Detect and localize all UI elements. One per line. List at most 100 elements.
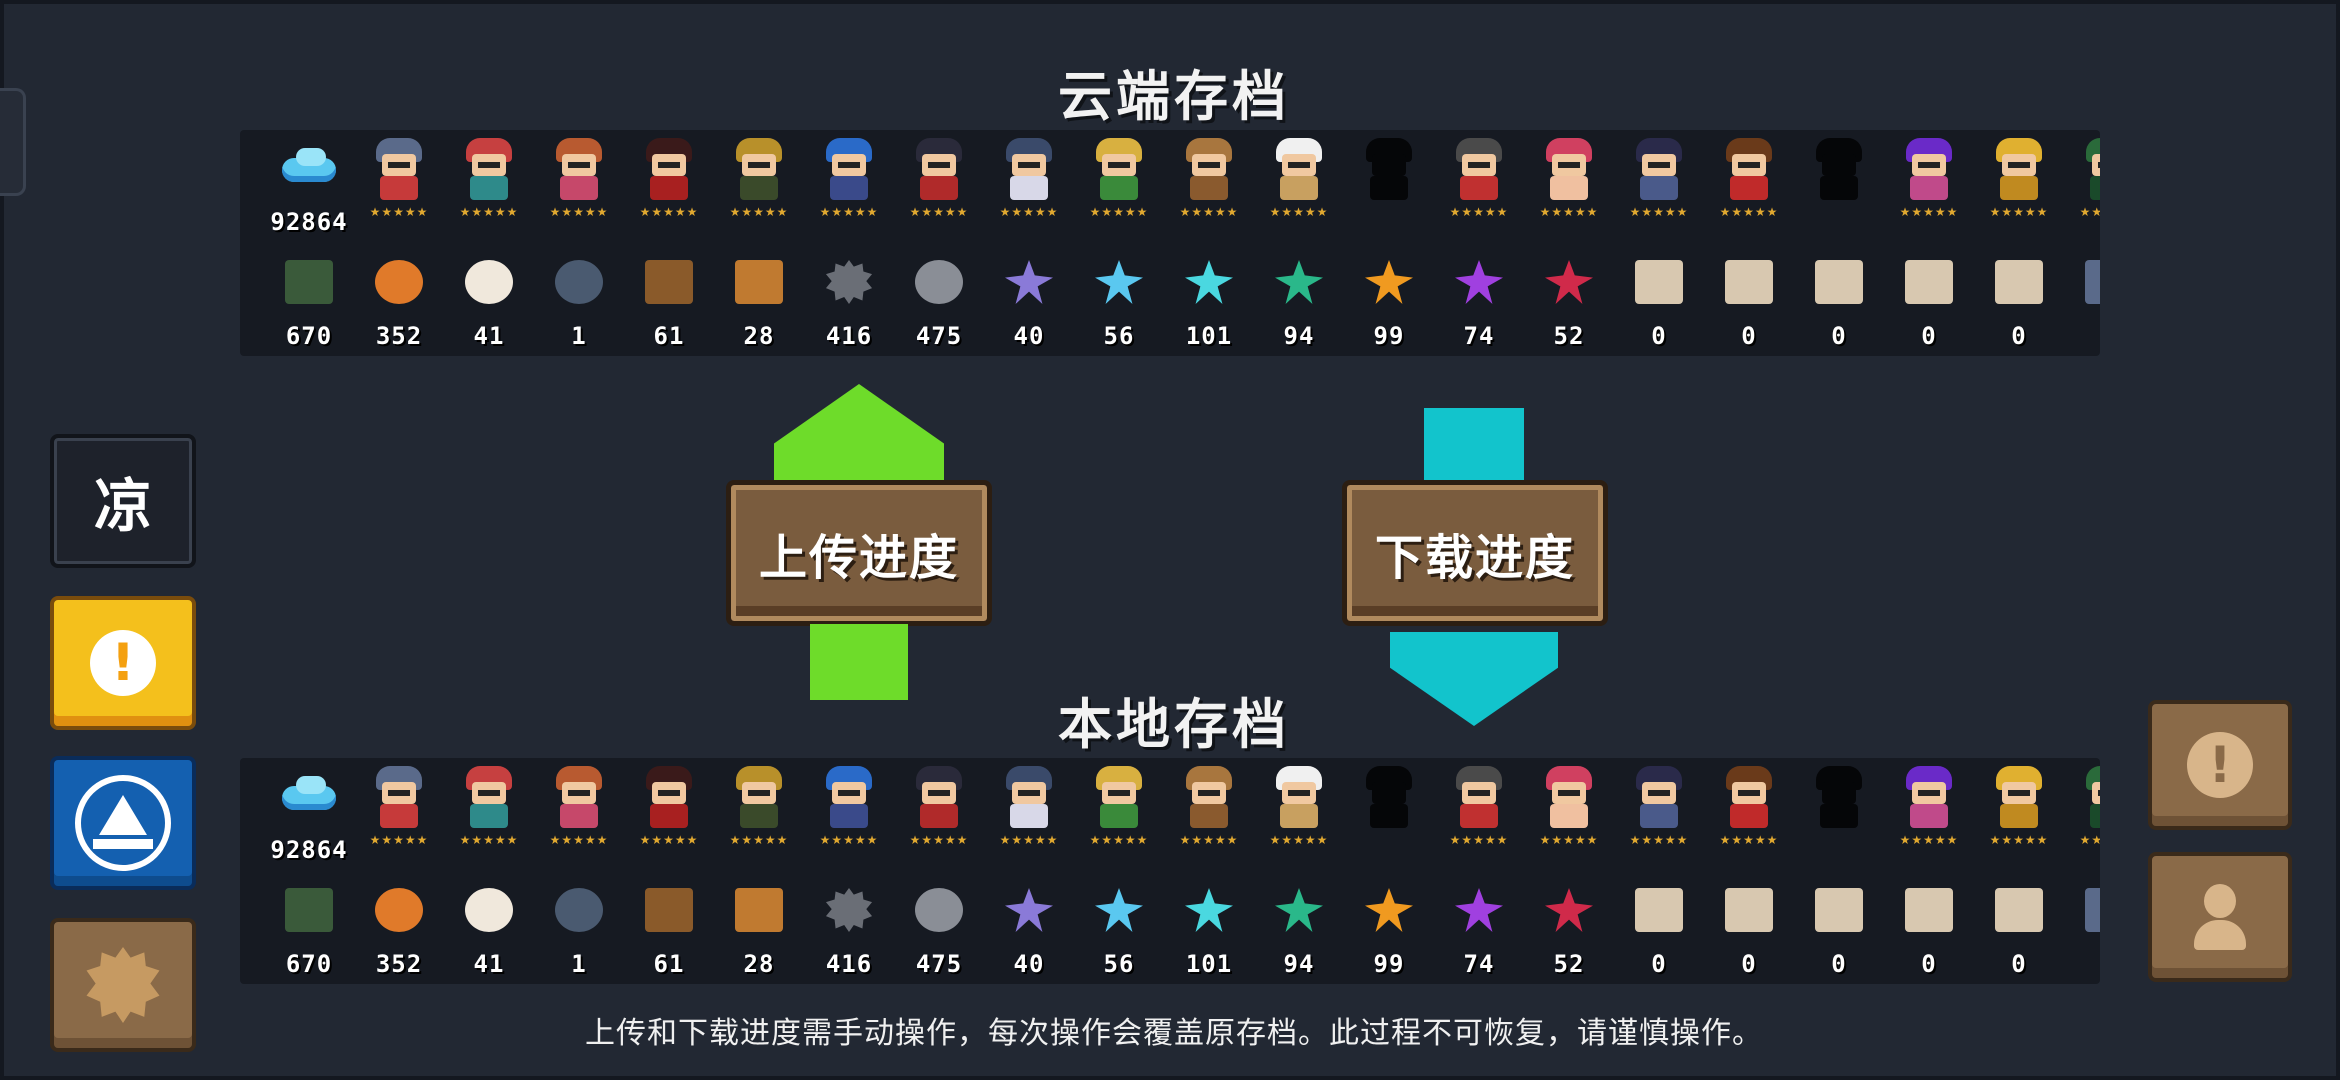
skin-stars: ★★★★★	[1899, 205, 1959, 219]
skin-stars: ★★★★★	[819, 833, 879, 847]
material-slot: 0	[1704, 878, 1794, 978]
download-arrow-stem-icon	[1424, 408, 1524, 484]
material-count: 1	[571, 322, 587, 350]
material-count: 99	[1373, 322, 1405, 350]
character-slot: ★★★★★	[624, 764, 714, 864]
character-portrait-icon	[816, 764, 882, 830]
skin-stars: ★★★★★	[1269, 205, 1329, 219]
cloud-character-row: 92864 ★★★★★ ★★★★★ ★★★★★	[264, 136, 2100, 236]
material-slot: 1	[534, 250, 624, 350]
character-portrait-icon	[1896, 764, 1962, 830]
character-slot: ★★★★★	[1884, 136, 1974, 236]
material-slot: 52	[1524, 250, 1614, 350]
material-slot: 40	[984, 878, 1074, 978]
guild-button[interactable]	[50, 756, 196, 890]
upload-progress-button[interactable]: 上传进度	[726, 480, 992, 626]
cloud-item-row: 670 352 41 1 61 28 416	[264, 250, 2100, 350]
account-button[interactable]	[2148, 852, 2292, 982]
material-icon	[816, 250, 882, 316]
skin-stars: ★★★★★	[1989, 833, 2049, 847]
skin-stars: ★★★★★	[1089, 205, 1149, 219]
character-portrait-icon	[546, 136, 612, 202]
character-slot: ★★★★★	[1164, 764, 1254, 864]
material-slot: 670	[264, 878, 354, 978]
material-icon	[726, 878, 792, 944]
material-count: 475	[915, 322, 963, 350]
material-slot: 475	[894, 250, 984, 350]
material-count: 0	[1741, 322, 1757, 350]
character-slot: ★★★★★	[1074, 764, 1164, 864]
character-select-button[interactable]: 凉	[50, 434, 196, 568]
skin-stars: ★★★★★	[999, 833, 1059, 847]
material-icon	[996, 878, 1062, 944]
material-count: 94	[1283, 950, 1315, 978]
character-portrait-icon	[456, 136, 522, 202]
side-tab-handle[interactable]	[0, 88, 26, 196]
material-count: 0	[1831, 322, 1847, 350]
material-count: 94	[1283, 322, 1315, 350]
character-portrait-icon	[546, 764, 612, 830]
skin-stars: ★★★★★	[819, 205, 879, 219]
alert-button[interactable]: !	[50, 596, 196, 730]
character-slot: ★★★★★	[1704, 764, 1794, 864]
character-portrait-icon	[1266, 136, 1332, 202]
character-slot: ★★★★★	[1614, 136, 1704, 236]
character-slot: ★★★★★	[1974, 764, 2064, 864]
download-progress-button[interactable]: 下载进度	[1342, 480, 1608, 626]
material-icon	[726, 250, 792, 316]
skin-stars: ★★★★★	[639, 833, 699, 847]
skin-stars	[1804, 206, 1874, 230]
character-slot: ★★★★★	[1164, 136, 1254, 236]
character-portrait-icon	[1806, 136, 1872, 202]
material-slot: 74	[1434, 250, 1524, 350]
material-count: 56	[1103, 322, 1135, 350]
material-slot: 0	[1614, 250, 1704, 350]
material-slot: 352	[354, 250, 444, 350]
character-slot: ★★★★★	[2064, 764, 2100, 864]
skin-stars: ★★★★★	[549, 205, 609, 219]
character-slot: ★★★★★	[444, 764, 534, 864]
settings-button[interactable]	[50, 918, 196, 1052]
skin-stars: ★★★★★	[639, 205, 699, 219]
skin-stars: ★★★★★	[1989, 205, 2049, 219]
character-portrait-icon	[1986, 764, 2052, 830]
gem-count: 92864	[270, 836, 348, 864]
material-count: 0	[2011, 322, 2027, 350]
character-portrait-icon	[726, 136, 792, 202]
material-count: 99	[1373, 950, 1405, 978]
character-portrait-icon	[906, 764, 972, 830]
material-icon	[366, 250, 432, 316]
skin-stars: ★★★★★	[1719, 205, 1779, 219]
material-slot: 0	[1614, 878, 1704, 978]
material-slot: 475	[894, 878, 984, 978]
material-slot: 352	[354, 878, 444, 978]
character-slot: ★★★★★	[1974, 136, 2064, 236]
skin-stars: ★★★★★	[1089, 833, 1149, 847]
material-count: 40	[1013, 950, 1045, 978]
material-slot: 94	[1254, 250, 1344, 350]
character-portrait-icon	[366, 136, 432, 202]
gem-icon	[276, 136, 342, 202]
skin-stars: ★★★★★	[1629, 205, 1689, 219]
material-count: 101	[1185, 950, 1233, 978]
character-portrait-icon	[1176, 764, 1242, 830]
material-count: 61	[653, 950, 685, 978]
info-button[interactable]: !	[2148, 700, 2292, 830]
material-count: 352	[375, 950, 423, 978]
exclamation-icon: !	[90, 630, 156, 696]
character-portrait-icon	[1626, 764, 1692, 830]
material-count: 670	[285, 950, 333, 978]
material-icon	[816, 878, 882, 944]
material-count: 61	[653, 322, 685, 350]
local-item-row: 670 352 41 1 61 28 416	[264, 878, 2100, 978]
material-slot: 0	[1884, 878, 1974, 978]
material-count: 56	[1103, 950, 1135, 978]
material-count: 41	[473, 322, 505, 350]
material-icon	[1986, 878, 2052, 944]
character-portrait-icon	[1446, 764, 1512, 830]
character-portrait-icon	[1446, 136, 1512, 202]
material-count: 475	[915, 950, 963, 978]
local-character-row: 92864 ★★★★★ ★★★★★ ★★★★★	[264, 764, 2100, 864]
skin-stars: ★★★★★	[369, 205, 429, 219]
character-portrait-icon	[906, 136, 972, 202]
